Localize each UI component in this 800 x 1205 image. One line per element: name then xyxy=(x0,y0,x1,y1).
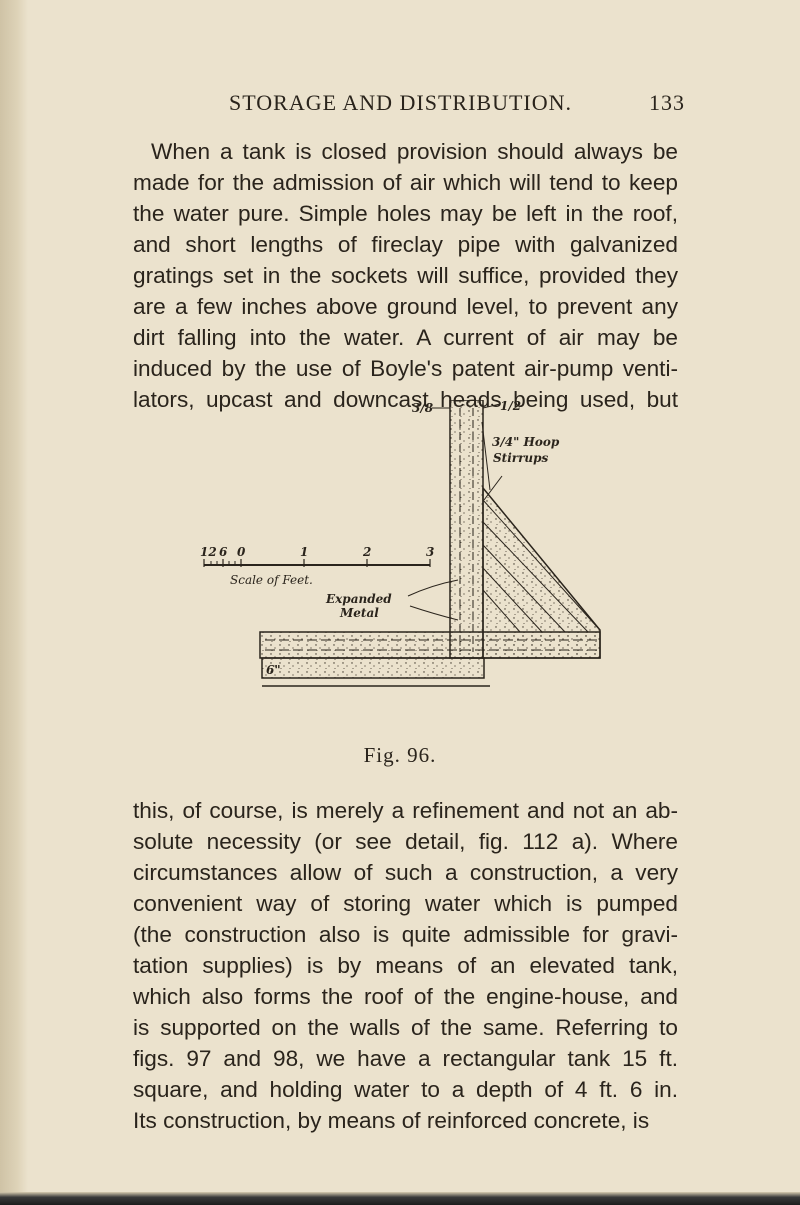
scale-tick-label: 3 xyxy=(426,545,434,559)
tank-section-drawing: 12 6 0 1 2 3 Scale of Feet. Expanded Met… xyxy=(200,399,601,687)
text-line: tation supplies) is by means of an eleva… xyxy=(133,953,678,978)
page-number: 133 xyxy=(649,90,685,115)
text-line: and short lengths of fireclay pipe with … xyxy=(133,232,678,257)
text-line: this, of course, is merely a refinement … xyxy=(133,798,678,823)
text-line: induced by the use of Boyle's patent air… xyxy=(133,356,678,381)
paragraph-2: this, of course, is merely a refinement … xyxy=(133,795,678,1136)
running-header: STORAGE AND DISTRIBUTION. 133 xyxy=(229,86,685,120)
figure-caption: Fig. 96. xyxy=(363,743,437,767)
text-line: convenient way of storing water which is… xyxy=(133,891,678,916)
paragraph-1: When a tank is closed provision should a… xyxy=(133,136,678,415)
text-line: lators, upcast and downcast heads being … xyxy=(133,387,678,412)
scale-bar: 12 6 0 1 2 3 xyxy=(200,545,434,567)
text-line: dirt falling into the water. A current o… xyxy=(133,325,678,350)
footing xyxy=(261,657,485,679)
page-edge xyxy=(0,0,28,1205)
text-line: gratings set in the sockets will suffice… xyxy=(133,263,678,288)
text-line: figs. 97 and 98, we have a rectangular t… xyxy=(133,1046,678,1071)
text-line: (the construction also is quite admissib… xyxy=(133,922,678,947)
scale-tick-label: 6 xyxy=(219,545,228,559)
text-line: solute necessity (or see detail, fig. 11… xyxy=(133,829,678,854)
text-line: made for the admission of air which will… xyxy=(133,170,678,195)
text-line: When a tank is closed provision should a… xyxy=(151,139,678,164)
scale-title: Scale of Feet. xyxy=(230,573,313,587)
text-line: are a few inches above ground level, to … xyxy=(133,294,678,319)
text-line: the water pure. Simple holes may be left… xyxy=(133,201,678,226)
expanded-metal-label: Expanded xyxy=(325,592,392,606)
hoop-label: 3/4" Hoop xyxy=(492,435,560,449)
figure-96: 12 6 0 1 2 3 Scale of Feet. Expanded Met… xyxy=(170,399,610,705)
hoop-label: Stirrups xyxy=(493,451,549,465)
wall-section xyxy=(449,399,484,659)
scale-tick-label: 0 xyxy=(237,545,246,559)
dimension-label: 3/8 xyxy=(412,401,434,415)
scale-tick-label: 2 xyxy=(362,545,371,559)
text-line: Its construction, by means of reinforced… xyxy=(133,1108,650,1133)
dimension-label: 1/2 xyxy=(500,400,521,413)
text-line: circumstances allow of such a constructi… xyxy=(133,860,678,885)
page-bottom-edge xyxy=(0,1192,800,1205)
text-line: square, and holding water to a depth of … xyxy=(133,1077,678,1102)
scale-tick-label: 1 xyxy=(300,545,308,559)
haunch xyxy=(482,485,601,659)
scale-tick-label: 12 xyxy=(200,545,217,559)
text-line: which also forms the roof of the engine-… xyxy=(133,984,678,1009)
expanded-metal-label: Metal xyxy=(339,606,379,620)
text-line: is supported on the walls of the same. R… xyxy=(133,1015,678,1040)
dimension-label: 6" xyxy=(266,663,281,677)
running-title: STORAGE AND DISTRIBUTION. xyxy=(229,90,572,115)
